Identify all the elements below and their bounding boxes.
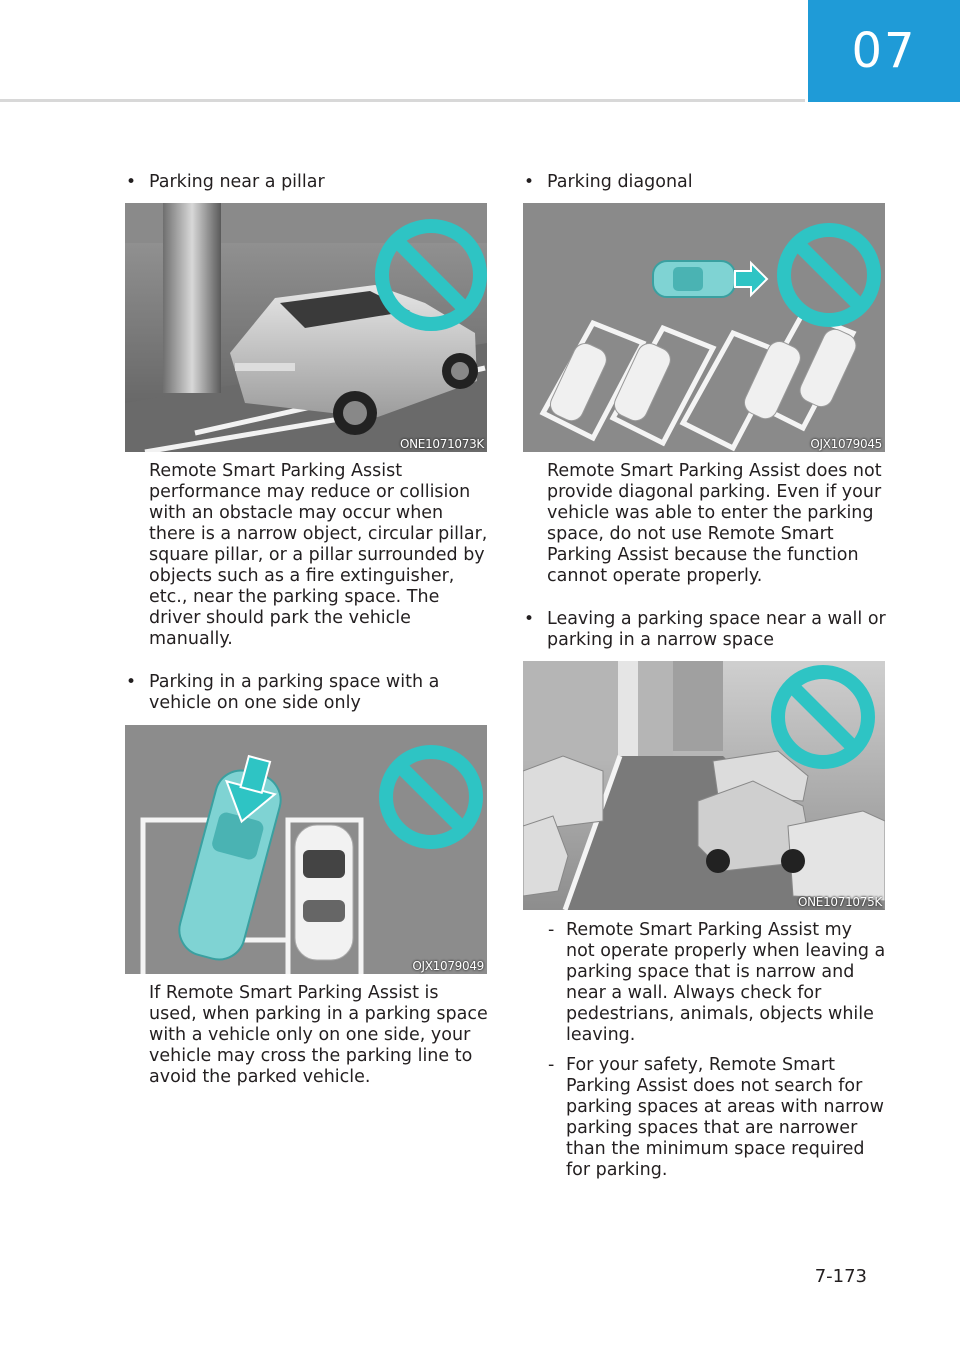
bullet-one-side: Parking in a parking space with a vehicl…: [118, 672, 488, 714]
figure-code: OJX1079049: [412, 959, 484, 973]
prohibition-icon: [771, 665, 875, 769]
bullet-diagonal: Parking diagonal: [516, 172, 886, 193]
pillar-illustration: [125, 203, 487, 452]
narrow-space-note-2: For your safety, Remote Smart Parking As…: [516, 1055, 886, 1181]
one-side-illustration: [125, 725, 487, 974]
chapter-tab: 07: [808, 0, 960, 102]
figure-one-side: OJX1079049: [125, 725, 487, 974]
prohibition-icon: [375, 219, 487, 331]
chapter-number: 07: [851, 23, 917, 79]
figure-code: ONE1071075K: [797, 895, 882, 909]
bullet-narrow-space: Leaving a parking space near a wall or p…: [516, 609, 886, 651]
page-number: 7-173: [814, 1266, 867, 1287]
bullet-pillar: Parking near a pillar: [118, 172, 488, 193]
one-side-description: If Remote Smart Parking Assist is used, …: [149, 983, 488, 1087]
moving-vehicle: [652, 260, 769, 298]
diagonal-illustration: [523, 203, 885, 452]
figure-diagonal: OJX1079045: [523, 203, 885, 452]
parked-car: [294, 824, 354, 961]
prohibition-icon: [777, 223, 881, 327]
figure-code: ONE1071073K: [399, 437, 484, 451]
pillar-description: Remote Smart Parking Assist performance …: [149, 461, 488, 649]
figure-narrow-space: ONE1071075K: [523, 661, 885, 910]
left-column: Parking near a pillar: [118, 172, 488, 1088]
pillar: [163, 203, 221, 393]
right-column: Parking diagonal: [516, 172, 886, 1181]
narrow-space-note-1: Remote Smart Parking Assist my not opera…: [516, 920, 886, 1046]
moving-vehicle: [178, 754, 282, 961]
diagonal-description: Remote Smart Parking Assist does not pro…: [547, 461, 882, 586]
figure-code: OJX1079045: [810, 437, 882, 451]
narrow-space-illustration: [523, 661, 885, 910]
prohibition-icon: [379, 745, 483, 849]
figure-pillar: ONE1071073K: [125, 203, 487, 452]
header-rule: [0, 99, 805, 102]
